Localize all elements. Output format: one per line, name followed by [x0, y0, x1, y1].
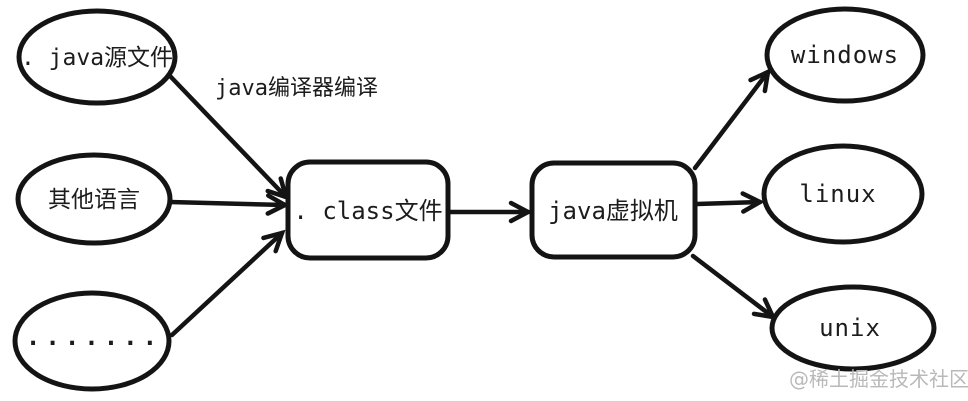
jvm-label: java虚拟机	[548, 197, 678, 225]
edge-dots-to-class-file	[169, 229, 286, 338]
other-lang-label: 其他语言	[48, 187, 140, 213]
watermark-text: @稀土掘金技术社区	[789, 367, 968, 391]
edge-jvm-to-windows	[692, 68, 771, 171]
linux-label: linux	[799, 180, 876, 208]
dots-node	[12, 290, 172, 392]
compiler-edge-label: java编译器编译	[215, 76, 378, 101]
other-lang-node	[15, 152, 173, 246]
jvm-node	[529, 160, 698, 260]
unix-label: unix	[819, 314, 881, 342]
java-source-node	[16, 8, 178, 106]
edge-jvm-to-unix	[690, 253, 777, 320]
windows-node	[764, 6, 926, 104]
unix-node	[769, 284, 937, 372]
class-file-node	[285, 159, 451, 261]
linux-node	[761, 143, 925, 245]
java-source-label: . java源文件	[21, 45, 173, 71]
edge-other-lang-to-class-file	[167, 193, 290, 216]
windows-label: windows	[791, 41, 899, 69]
edge-java-source-to-class-file	[167, 73, 290, 201]
class-file-label: . class文件	[293, 197, 442, 225]
edge-jvm-to-linux	[694, 191, 765, 214]
dots-label: .......	[26, 323, 162, 351]
